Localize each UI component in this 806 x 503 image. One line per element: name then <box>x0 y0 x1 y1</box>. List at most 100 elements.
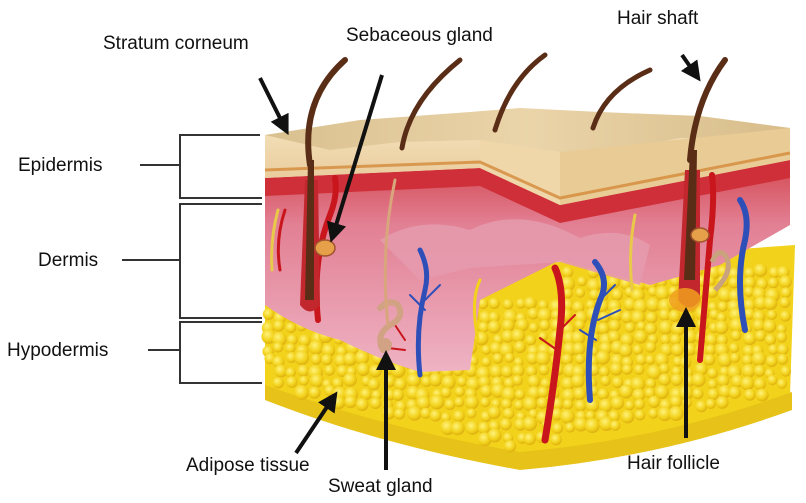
fat-cell <box>536 397 549 409</box>
fat-cell <box>742 344 755 357</box>
fat-cell <box>753 364 766 377</box>
fat-cell <box>504 352 515 363</box>
fat-cell <box>416 395 431 410</box>
fat-cell <box>632 344 643 356</box>
fat-cell <box>523 296 537 310</box>
fat-cell <box>743 388 756 401</box>
fat-cell <box>574 353 586 365</box>
fat-cell <box>407 405 422 421</box>
fat-cell <box>298 334 311 347</box>
fat-cell <box>584 418 600 434</box>
fat-cell <box>570 330 586 346</box>
label-hair-shaft: Hair shaft <box>617 8 699 29</box>
fat-cell <box>644 322 657 335</box>
fat-cell <box>515 298 527 309</box>
fat-cell <box>429 394 445 410</box>
fat-cell <box>562 398 574 410</box>
fat-cell <box>630 310 646 325</box>
fat-cell <box>599 416 614 432</box>
fat-cell <box>648 408 659 419</box>
fat-cell <box>575 287 586 298</box>
fat-cell <box>481 344 492 355</box>
fat-cell <box>607 275 621 289</box>
fat-cell <box>477 421 491 435</box>
fat-cell <box>660 334 671 345</box>
fat-cell <box>716 334 728 346</box>
fat-cell <box>633 364 645 375</box>
fat-cell <box>440 412 451 423</box>
fat-cell <box>695 400 708 413</box>
fat-cell <box>528 408 539 419</box>
fat-cell <box>522 416 537 432</box>
fat-cell <box>392 389 404 401</box>
fat-cell <box>729 318 745 333</box>
fat-cell <box>511 364 525 378</box>
fat-cell <box>694 362 708 376</box>
fat-cell <box>572 342 586 356</box>
fat-cell <box>285 352 297 363</box>
fat-cell <box>768 344 779 355</box>
fat-cell <box>574 399 587 412</box>
fat-cell <box>611 288 624 301</box>
fat-cell <box>767 277 779 289</box>
fat-cell <box>500 398 512 410</box>
fat-cell <box>707 379 718 390</box>
fat-cell <box>753 263 768 278</box>
fat-cell <box>501 318 515 332</box>
fat-cell <box>527 386 541 400</box>
fat-cell <box>285 376 298 388</box>
fat-cell <box>297 364 310 377</box>
fat-cell <box>489 341 503 355</box>
fat-cell <box>513 399 524 411</box>
fat-cell <box>367 378 380 391</box>
fat-cell <box>309 373 324 388</box>
fat-cell <box>355 398 369 411</box>
fat-cell <box>595 350 610 365</box>
fat-cell <box>692 387 704 400</box>
fat-cell <box>406 373 422 388</box>
fat-cell <box>576 276 587 287</box>
fat-cell <box>465 376 481 392</box>
fat-cell <box>573 417 588 432</box>
fat-cell <box>550 433 562 446</box>
fat-cell <box>464 395 479 410</box>
fat-cell <box>466 408 477 419</box>
fat-cell <box>262 308 275 320</box>
fat-cell <box>755 388 769 402</box>
fat-cell <box>294 385 310 400</box>
fat-cell <box>645 311 658 324</box>
fat-cell <box>537 386 549 399</box>
fat-cell <box>324 364 335 376</box>
fat-cell <box>501 386 517 402</box>
fat-cell <box>743 286 755 297</box>
fat-cell <box>624 400 635 411</box>
fat-cell <box>523 432 536 446</box>
fat-cell <box>714 320 729 335</box>
fat-cell <box>454 397 465 408</box>
fat-cell <box>776 378 788 389</box>
fat-cell <box>586 278 601 293</box>
fat-cell <box>645 354 656 365</box>
fat-cell <box>620 333 634 347</box>
fat-cell <box>538 319 551 331</box>
fat-cell <box>780 365 791 377</box>
fat-cell <box>574 319 585 331</box>
fat-cell <box>704 344 717 356</box>
fat-cell <box>492 353 504 364</box>
fat-cell <box>479 384 493 398</box>
fat-cell <box>707 388 720 401</box>
fat-cell <box>765 355 778 368</box>
fat-cell <box>608 319 621 332</box>
fat-cell <box>440 387 452 398</box>
fat-cell <box>657 406 672 422</box>
fat-cell <box>513 340 527 354</box>
fat-cell <box>654 285 670 301</box>
fat-cell <box>671 366 682 377</box>
layer-brackets <box>122 134 262 384</box>
fat-cell <box>658 373 671 387</box>
fat-cell <box>630 288 645 303</box>
fat-cell <box>717 287 733 303</box>
fat-cell <box>336 365 349 377</box>
sweat-glands <box>270 178 637 353</box>
fat-cell <box>719 366 730 378</box>
